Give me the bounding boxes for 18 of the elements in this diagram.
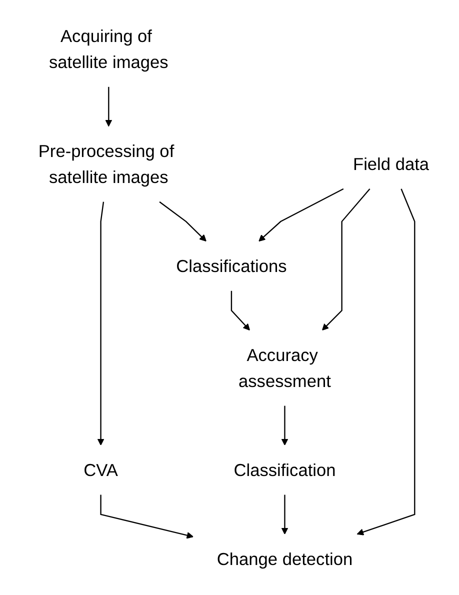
- node-text: Field data: [352, 154, 430, 174]
- arrow: [100, 494, 194, 539]
- node-text: Accuracy assessment: [238, 345, 331, 391]
- arrow: [322, 188, 370, 330]
- arrow: [258, 188, 344, 242]
- node-text: Pre-processing of satellite images: [38, 141, 174, 187]
- node-text: Acquiring of satellite images: [48, 26, 168, 72]
- node-text: Classification: [234, 460, 336, 480]
- node-text: CVA: [84, 460, 118, 480]
- arrow: [159, 201, 206, 242]
- node-text: Classifications: [176, 256, 287, 276]
- arrow: [281, 406, 288, 446]
- arrow: [281, 494, 288, 534]
- arrow: [230, 290, 250, 330]
- arrow: [356, 188, 416, 536]
- arrow: [105, 86, 112, 127]
- node-text: Change detection: [216, 549, 353, 569]
- arrow: [97, 202, 104, 446]
